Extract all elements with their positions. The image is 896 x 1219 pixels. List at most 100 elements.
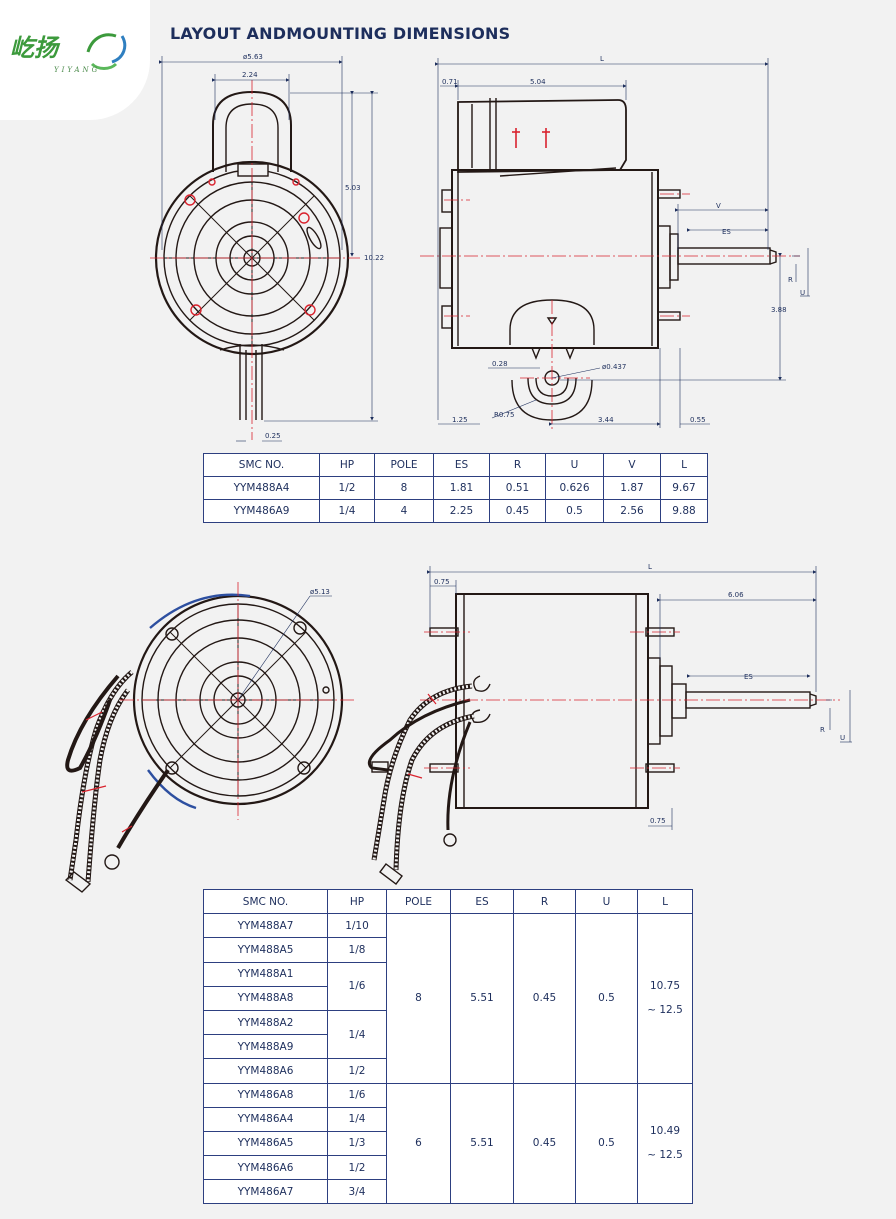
dim-side2-L: L <box>648 563 652 571</box>
dim-side2-left-offset: 0.75 <box>434 578 450 586</box>
hp-cell: 1/2 <box>327 1155 387 1181</box>
table-row: YYM488A1 1/6 <box>203 961 693 1011</box>
table-row: YYM488A4 1/2 8 1.81 0.51 0.626 1.87 9.67 <box>203 476 708 500</box>
table-row: YYM486A9 1/4 4 2.25 0.45 0.5 2.56 9.88 <box>203 499 708 523</box>
dim-side1-radius: R0.75 <box>494 411 514 419</box>
u-cell: 0.5 <box>575 913 638 1084</box>
table-cell: 2.56 <box>603 499 661 523</box>
column-header: U <box>575 888 638 915</box>
table-row: YYM488A7 1/10 8 5.51 0.45 0.5 10.75~ 12.… <box>203 913 693 1084</box>
hp-cell: 1/8 <box>327 937 387 963</box>
hp-cell: 1/4 <box>327 1009 387 1060</box>
dim-side1-base-mid: 3.44 <box>598 416 614 424</box>
table-header-row: SMC NO. HP POLE ES R U V L <box>203 453 708 477</box>
dim-side2-ES: ES <box>744 673 753 681</box>
table-cell: 1.81 <box>433 476 490 500</box>
table-cell: 0.626 <box>545 476 604 500</box>
dim-side1-base-left: 1.25 <box>452 416 468 424</box>
table-cell: YYM486A9 <box>203 499 320 523</box>
table-cell: 9.67 <box>660 476 708 500</box>
table-cell: 1/2 <box>319 476 375 500</box>
r-cell: 0.45 <box>513 1082 576 1205</box>
model-cell: YYM488A9 <box>203 1034 328 1060</box>
table-row: YYM486A6 1/2 <box>203 1155 693 1181</box>
table-cell: 1.87 <box>603 476 661 500</box>
hp-cell: 1/6 <box>327 961 387 1011</box>
hp-cell: 1/10 <box>327 913 387 939</box>
dim-front1-shaft-lead: 0.25 <box>265 432 281 440</box>
pole-cell: 8 <box>386 913 451 1084</box>
column-header: HP <box>327 888 387 915</box>
motor-front-view-2 <box>64 593 344 893</box>
brand-logo-subtext: YIYANG <box>54 66 101 74</box>
table-cell: 0.45 <box>489 499 546 523</box>
model-cell: YYM486A4 <box>203 1106 328 1132</box>
column-header: R <box>513 888 576 915</box>
hp-cell: 1/3 <box>327 1130 387 1157</box>
model-cell: YYM488A2 <box>203 1009 328 1036</box>
l-cell: 10.49 ~ 12.5 <box>637 1082 693 1205</box>
dim-side1-V: V <box>716 202 721 210</box>
table-cell: 1/4 <box>319 499 375 523</box>
model-cell: YYM488A7 <box>203 913 328 939</box>
column-header: ES <box>450 888 514 915</box>
column-header: HP <box>319 453 375 477</box>
dim-side2-length: 6.06 <box>728 591 744 599</box>
dim-side1-U: U <box>800 289 805 297</box>
column-header: SMC NO. <box>203 453 320 477</box>
motor-side-view-1 <box>439 98 777 421</box>
dim-side2-U: U <box>840 734 845 742</box>
table-header-row: SMC NO. HP POLE ES R U L <box>203 888 693 915</box>
dim-side1-L: L <box>600 55 604 63</box>
hp-cell: 1/2 <box>327 1058 387 1084</box>
dim-side1-R: R <box>788 276 793 284</box>
table-cell: 4 <box>374 499 434 523</box>
table-row: YYM488A2 1/4 <box>203 1009 693 1060</box>
column-header: SMC NO. <box>203 888 328 915</box>
model-cell: YYM488A8 <box>203 985 328 1011</box>
fan-icon <box>86 33 127 70</box>
column-header: POLE <box>386 888 451 915</box>
l-value-line1: 10.75 <box>649 980 681 993</box>
l-value-line1: 10.49 <box>649 1125 681 1138</box>
column-header: L <box>637 888 693 915</box>
table-row: YYM486A4 1/4 <box>203 1106 693 1132</box>
hp-cell: 1/4 <box>327 1106 387 1132</box>
hp-cell: 1/6 <box>327 1082 387 1108</box>
l-cell: 10.75 ~ 12.5 <box>637 913 693 1084</box>
spec-table-1: SMC NO. HP POLE ES R U V L YYM488A4 1/2 … <box>203 453 708 523</box>
table-cell: 0.51 <box>489 476 546 500</box>
table-cell: 2.25 <box>433 499 490 523</box>
dim-side2-bottom: 0.75 <box>650 817 666 825</box>
dim-front2-diameter: ø5.13 <box>310 588 330 596</box>
table-cell: 0.5 <box>545 499 604 523</box>
dim-front1-height-upper: 5.03 <box>345 184 361 192</box>
dim-front1-diameter: ø5.63 <box>243 53 263 61</box>
table-row: YYM486A8 1/6 6 5.51 0.45 0.5 10.49~ 12.5 <box>203 1082 693 1205</box>
model-cell: YYM486A6 <box>203 1155 328 1181</box>
model-cell: YYM488A5 <box>203 937 328 963</box>
table-row: YYM486A7 3/4 <box>203 1179 693 1205</box>
table-cell: 8 <box>374 476 434 500</box>
spec-table-2: SMC NO. HP POLE ES R U L YYM488A7 1/10 8… <box>203 888 693 1205</box>
dim-front1-height-total: 10.22 <box>364 254 384 262</box>
model-cell: YYM486A7 <box>203 1179 328 1205</box>
hp-cell: 3/4 <box>327 1179 387 1205</box>
table-row: YYM488A9 <box>203 1034 693 1060</box>
dim-side1-ES: ES <box>722 228 731 236</box>
dim-side1-base-right: 0.55 <box>690 416 706 424</box>
dim-front1-top-width: 2.24 <box>242 71 258 79</box>
l-value-line2: ~ 12.5 <box>647 1149 683 1162</box>
page-title: LAYOUT ANDMOUNTING DIMENSIONS <box>170 24 511 43</box>
column-header: U <box>545 453 604 477</box>
model-cell: YYM488A1 <box>203 961 328 987</box>
column-header: POLE <box>374 453 434 477</box>
l-value-line2: ~ 12.5 <box>647 1004 683 1017</box>
model-cell: YYM486A8 <box>203 1082 328 1108</box>
table-row: YYM488A8 <box>203 985 693 1011</box>
brand-logo <box>8 18 138 78</box>
es-cell: 5.51 <box>450 1082 514 1205</box>
table-cell: YYM488A4 <box>203 476 320 500</box>
